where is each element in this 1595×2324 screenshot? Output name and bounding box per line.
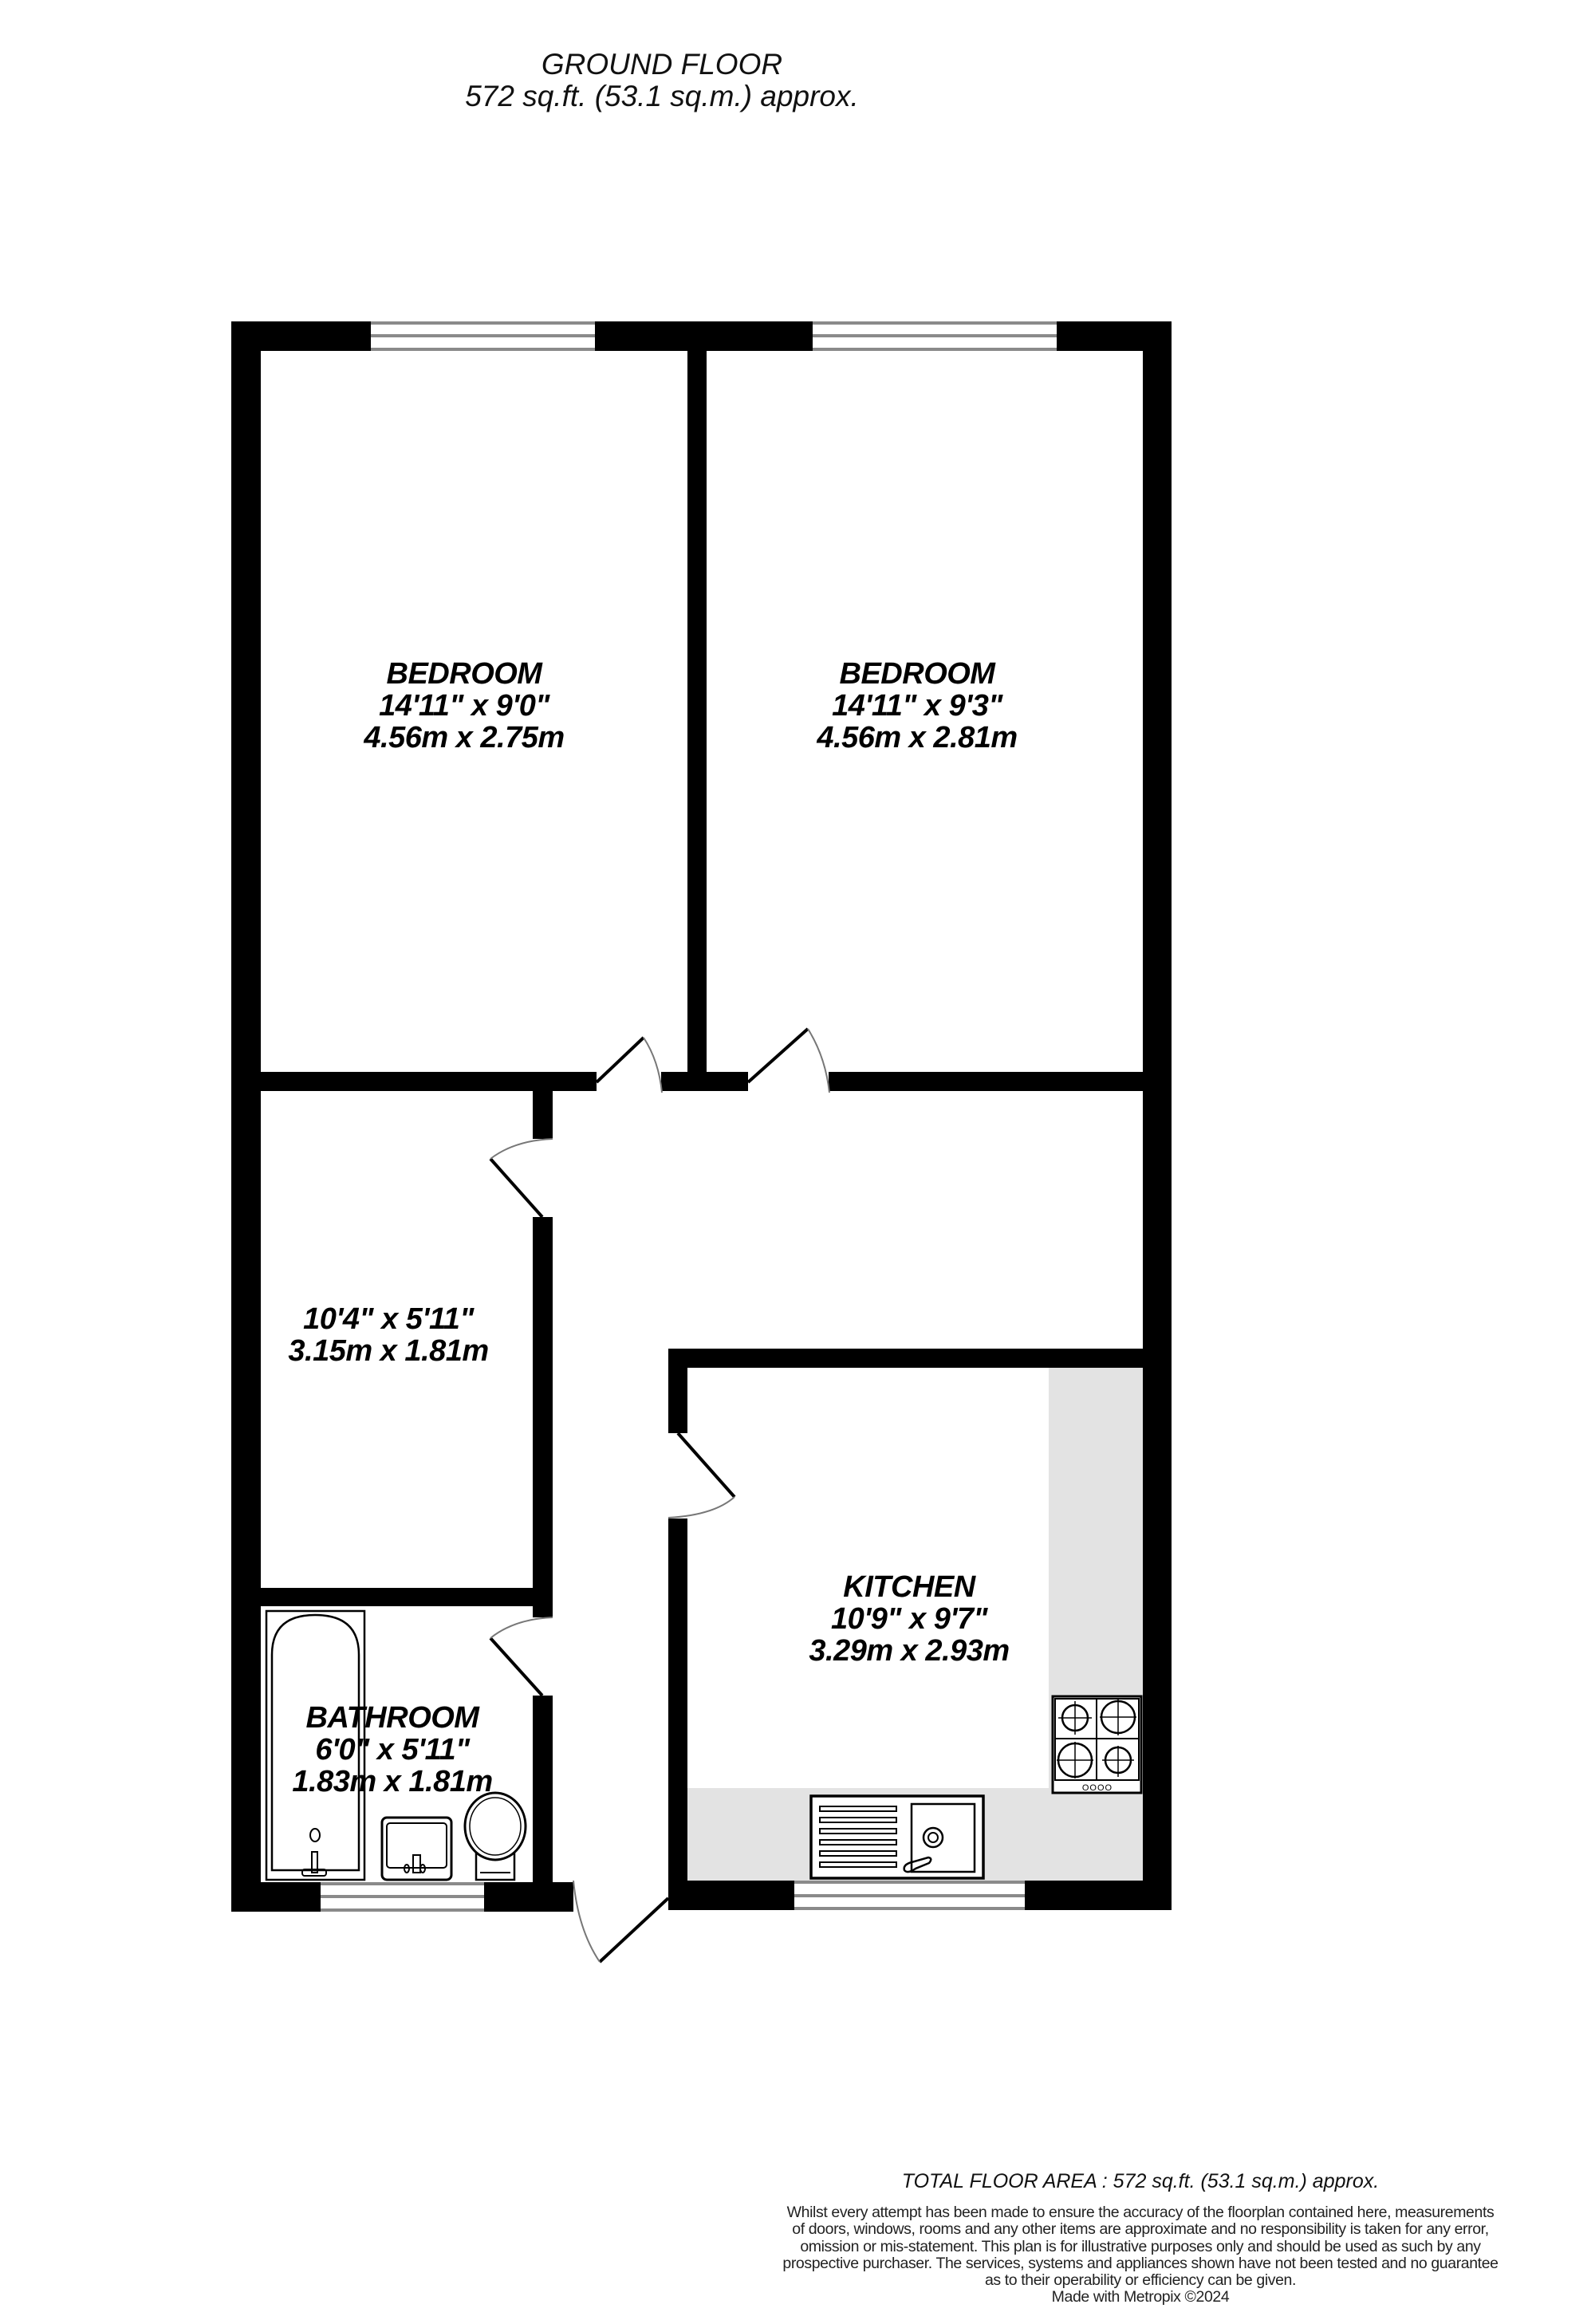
room-name: BATHROOM: [305, 1701, 479, 1735]
windows: [321, 321, 1057, 1912]
room-label-bathroom: BATHROOM 6'0" x 5'11" 1.83m x 1.81m: [292, 1701, 493, 1798]
room-label-bedroom-1: BEDROOM 14'11" x 9'0" 4.56m x 2.75m: [364, 657, 565, 754]
room-name: BEDROOM: [386, 657, 542, 691]
disclaimer-line: as to their operability or efficiency ca…: [984, 2271, 1297, 2290]
room-name: BEDROOM: [839, 657, 995, 691]
hob-knobs: OOOO: [1082, 1783, 1113, 1793]
floor-title: GROUND FLOOR: [541, 48, 783, 81]
disclaimer: Whilst every attempt has been made to en…: [742, 2204, 1539, 2306]
room-dims-imperial: 10'9" x 9'7": [830, 1602, 988, 1636]
room-dims-metric: 1.83m x 1.81m: [292, 1765, 493, 1798]
door-bedroom-1: [595, 1036, 663, 1093]
disclaimer-line: prospective purchaser. The services, sys…: [782, 2254, 1499, 2272]
window-bedroom-2: [813, 321, 1057, 351]
room-label-small-room: 10'4" x 5'11" 3.15m x 1.81m: [288, 1302, 489, 1368]
room-dims-imperial: 14'11" x 9'3": [832, 689, 1002, 723]
basin-icon: [380, 1816, 453, 1881]
door-small-room: [489, 1138, 553, 1219]
room-dims-metric: 4.56m x 2.75m: [364, 721, 565, 754]
window-bedroom-1: [371, 321, 595, 351]
door-kitchen: [668, 1432, 736, 1518]
disclaimer-line: of doors, windows, rooms and any other i…: [792, 2220, 1489, 2239]
room-dims-metric: 4.56m x 2.81m: [817, 721, 1018, 754]
room-dims-imperial: 10'4" x 5'11": [303, 1302, 474, 1336]
room-dims-imperial: 6'0" x 5'11": [315, 1733, 470, 1767]
walls: [231, 321, 1172, 1912]
room-dims-imperial: 14'11" x 9'0": [379, 689, 549, 723]
hob-icon: [1051, 1695, 1143, 1794]
room-name: KITCHEN: [843, 1570, 975, 1604]
room-dims-metric: 3.29m x 2.93m: [809, 1634, 1010, 1668]
room-label-kitchen: KITCHEN 10'9" x 9'7" 3.29m x 2.93m: [809, 1570, 1010, 1668]
disclaimer-line: omission or mis-statement. This plan is …: [800, 2237, 1481, 2255]
sink-icon: [809, 1794, 985, 1880]
door-bedroom-2: [746, 1027, 830, 1093]
bathtub-icon: [265, 1609, 366, 1881]
window-bathroom: [321, 1882, 484, 1912]
credit: Made with Metropix ©2024: [1051, 2288, 1230, 2306]
disclaimer-line: Whilst every attempt has been made to en…: [786, 2204, 1495, 2221]
toilet-icon: [463, 1791, 527, 1881]
floor-area: 572 sq.ft. (53.1 sq.m.) approx.: [465, 80, 859, 112]
door-bathroom: [489, 1617, 553, 1697]
room-dims-metric: 3.15m x 1.81m: [288, 1334, 489, 1368]
doors: [489, 1027, 830, 1964]
window-kitchen: [794, 1881, 1025, 1910]
room-label-bedroom-2: BEDROOM 14'11" x 9'3" 4.56m x 2.81m: [817, 657, 1018, 754]
door-entrance: [573, 1880, 670, 1964]
total-floor-area: TOTAL FLOOR AREA : 572 sq.ft. (53.1 sq.m…: [901, 2170, 1380, 2192]
